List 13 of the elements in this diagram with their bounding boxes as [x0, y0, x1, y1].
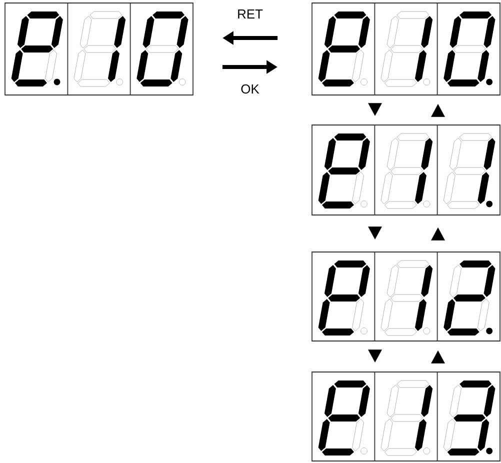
seven-segment-display	[312, 2, 500, 96]
edge-label: RET	[238, 10, 263, 18]
arrow	[431, 104, 445, 117]
arrow	[368, 103, 382, 116]
seven-segment-display	[312, 372, 500, 462]
arrow	[368, 226, 382, 240]
arrow	[431, 350, 445, 364]
arrow	[431, 228, 445, 240]
seven-segment-display	[312, 124, 500, 216]
arrow	[368, 350, 382, 362]
edge-label: OK	[241, 84, 260, 94]
seven-segment-display	[4, 2, 194, 96]
seven-segment-display	[312, 252, 500, 342]
